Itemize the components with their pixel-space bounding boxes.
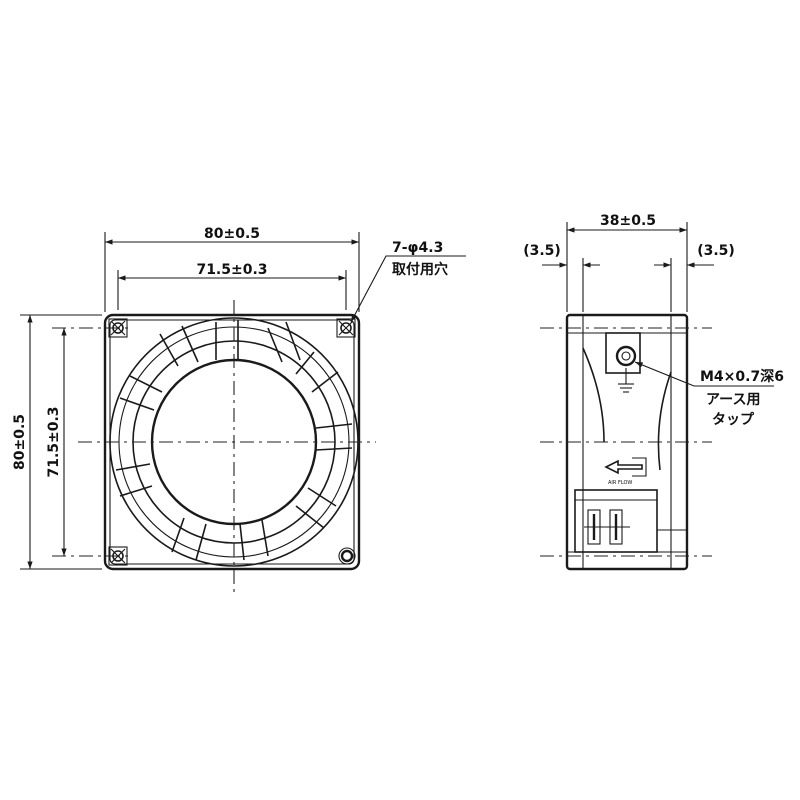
mounting-hole-br bbox=[338, 547, 356, 565]
label-hole-pitch-h: 71.5±0.3 bbox=[196, 262, 267, 278]
ground-tap bbox=[605, 332, 641, 393]
label-right-offset: (3.5) bbox=[697, 243, 735, 259]
label-hole-note: 取付用穴 bbox=[392, 261, 448, 278]
side-housing-profile-left bbox=[582, 347, 605, 443]
label-hole-spec: 7-φ4.3 bbox=[392, 240, 443, 256]
terminal-block bbox=[574, 489, 687, 553]
leader-line-hole bbox=[350, 255, 466, 323]
label-outer-width: 80±0.5 bbox=[204, 226, 260, 242]
side-housing-profile-right bbox=[657, 371, 672, 471]
frame-struts bbox=[115, 320, 353, 561]
label-tap-spec: M4×0.7深6 bbox=[700, 368, 784, 385]
leader-line-tap bbox=[634, 361, 774, 387]
label-left-offset: (3.5) bbox=[523, 243, 561, 259]
label-tap-note-1: アース用 bbox=[706, 392, 760, 408]
mounting-hole-tr bbox=[336, 318, 356, 338]
label-depth: 38±0.5 bbox=[600, 213, 656, 229]
label-tap-note-2: タップ bbox=[712, 412, 755, 428]
label-hole-pitch-v: 71.5±0.3 bbox=[46, 406, 62, 477]
airflow-arrow-icon bbox=[604, 457, 647, 477]
side-view: AIR FLOW 38±0.5 (3.5) (3.5) bbox=[523, 213, 784, 571]
front-view: 80±0.5 71.5±0.3 80±0.5 71.5±0.3 7-φ4.3 取… bbox=[12, 226, 466, 592]
label-outer-height: 80±0.5 bbox=[12, 414, 28, 470]
label-airflow: AIR FLOW bbox=[608, 480, 632, 486]
